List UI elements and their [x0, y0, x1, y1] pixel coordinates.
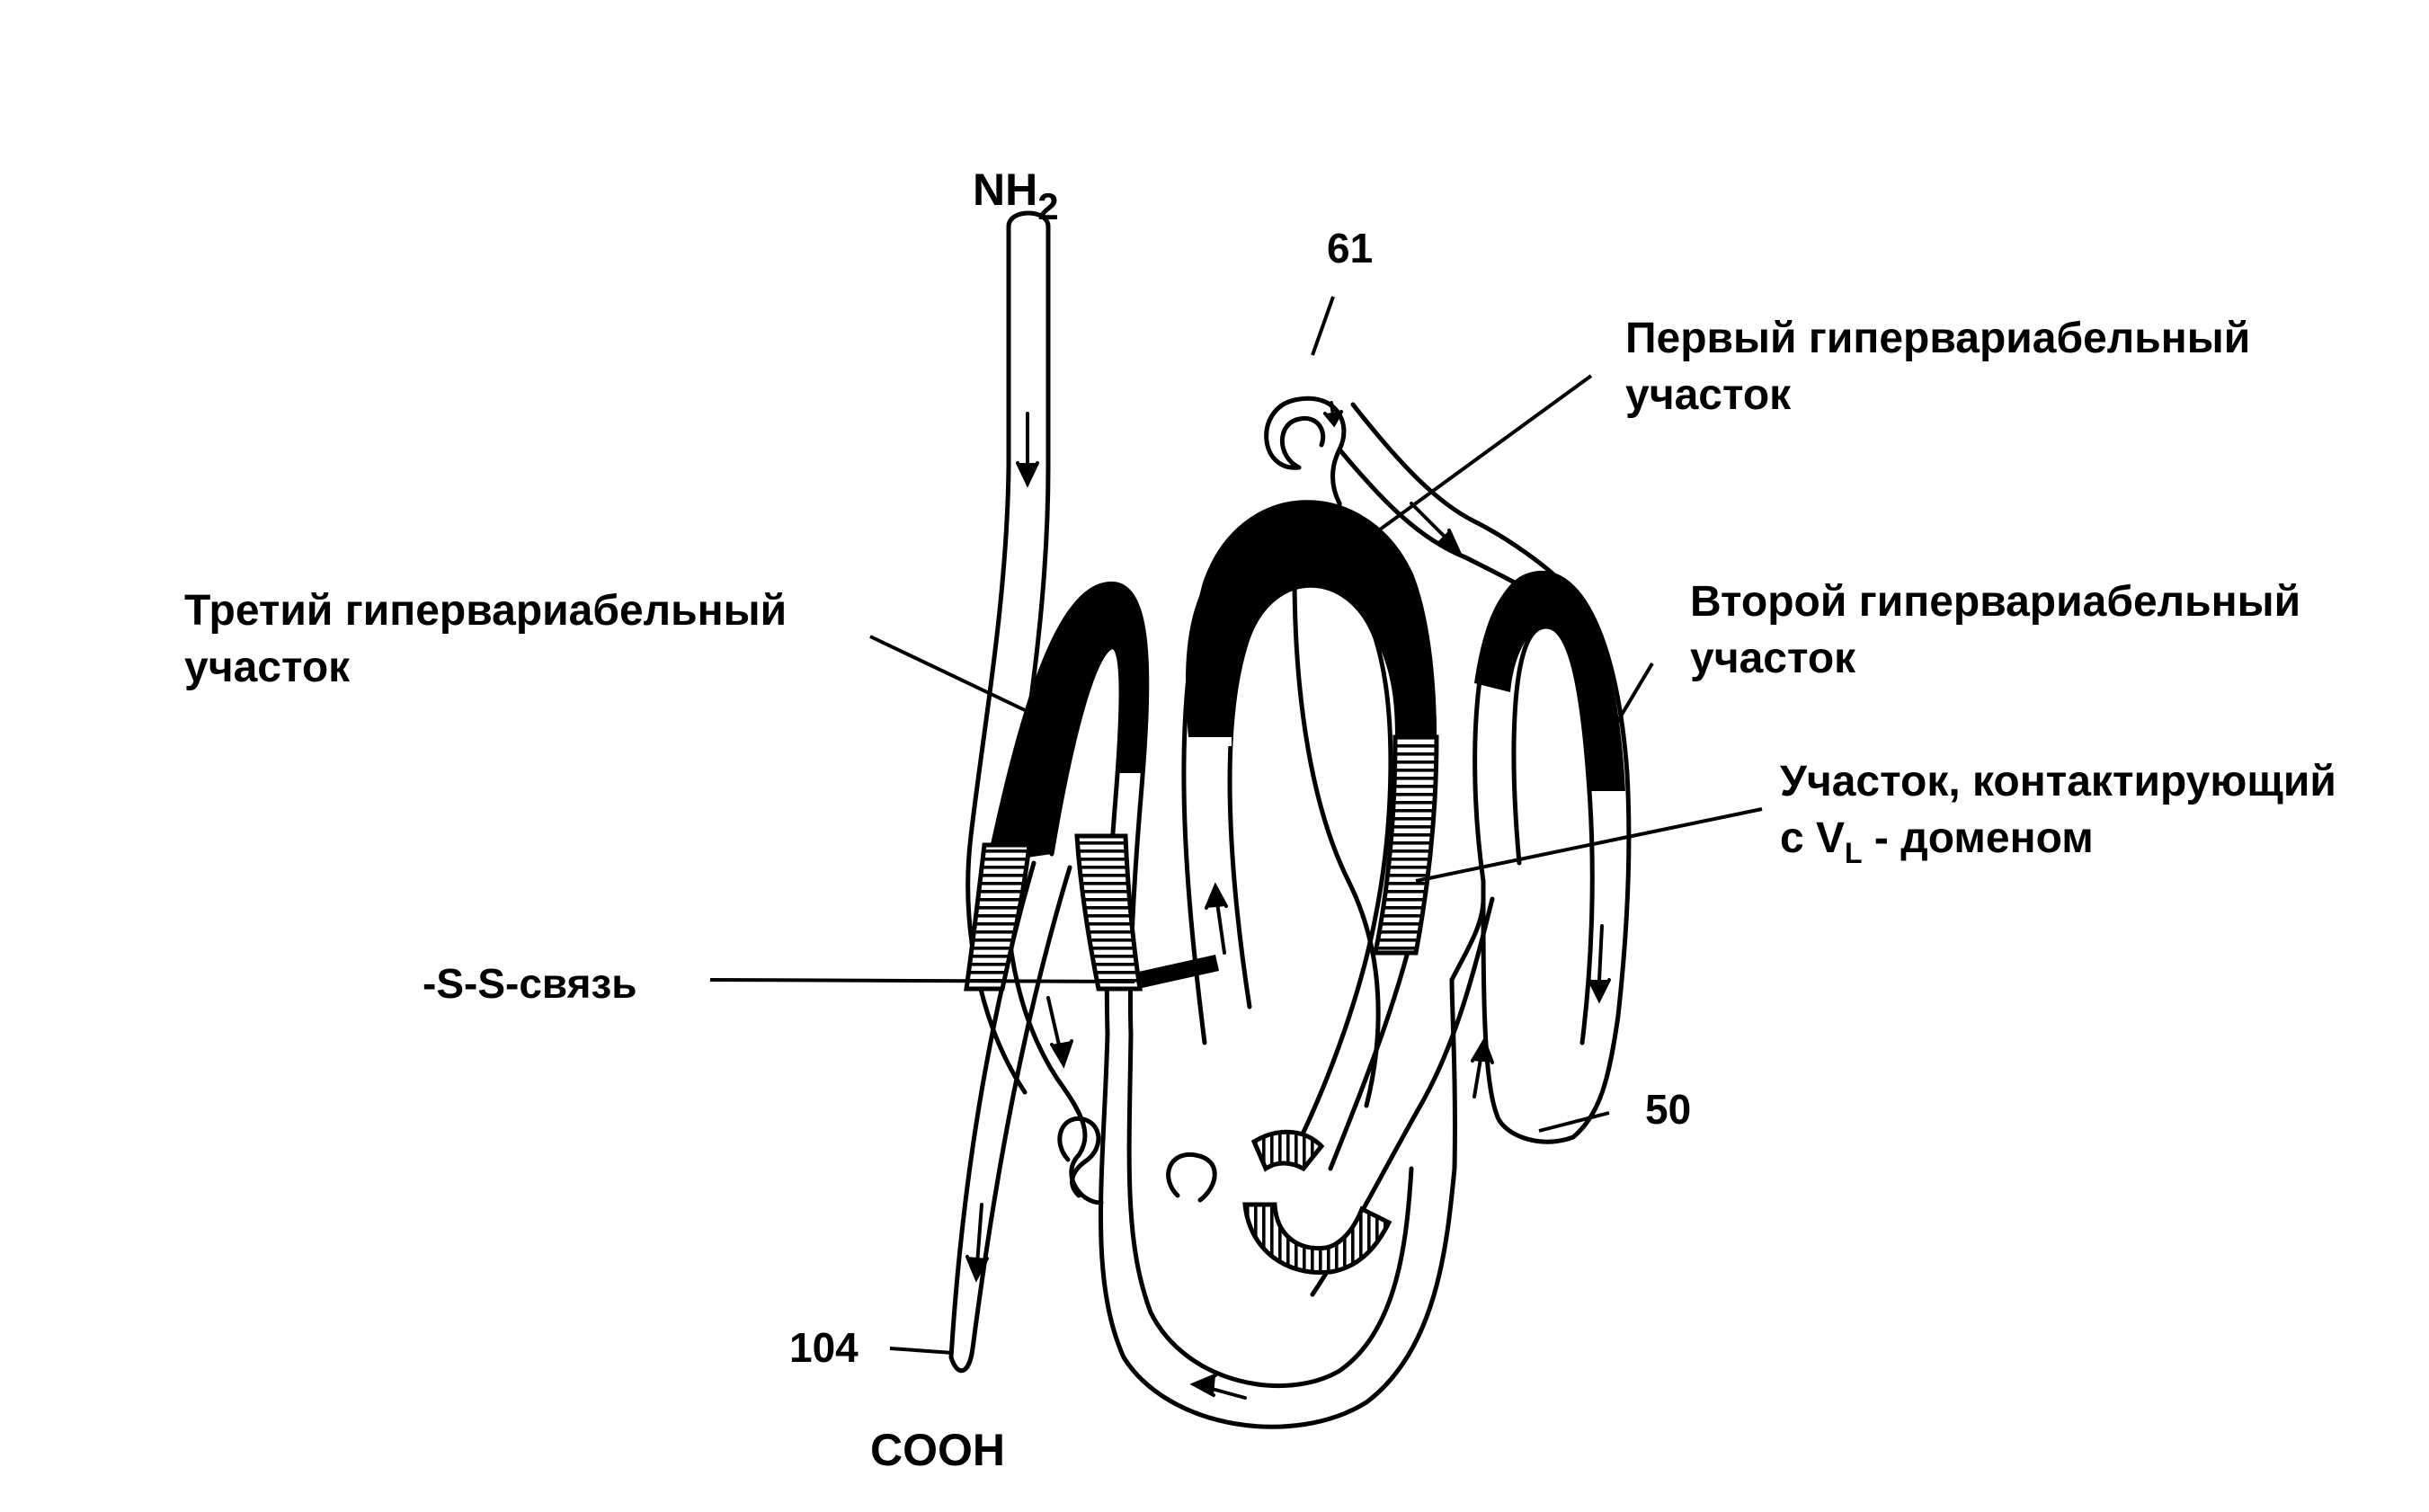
residue-104-label: 104 — [789, 1324, 859, 1371]
first-hv-black-region — [1186, 502, 1437, 737]
second-hv-hairpin — [1473, 571, 1632, 1018]
arrow-central-up — [1205, 882, 1228, 955]
vl-contact-segment-1 — [964, 842, 1032, 992]
vl-contact-label: Участок, контактирующий с VL - доменом — [1780, 758, 2348, 869]
arrow-c-strand — [965, 1203, 989, 1283]
arrow-third-hv — [1046, 996, 1073, 1069]
vl-contact-segment-5 — [1242, 1202, 1392, 1276]
leader-50 — [1538, 1111, 1610, 1133]
residue-50-label: 50 — [1645, 1086, 1691, 1133]
strand-to-50 — [1481, 788, 1621, 1144]
lower-loop — [1099, 977, 1457, 1429]
nh2-label: NH2 — [973, 165, 1059, 227]
leader-second-hv — [1612, 662, 1654, 730]
arrow-bottom — [1189, 1374, 1247, 1400]
residue-61-label: 61 — [1327, 225, 1373, 271]
leader-contact — [1415, 807, 1763, 883]
curl-61 — [1264, 396, 1347, 542]
c-terminal-strand — [948, 860, 1072, 1374]
second-hv-label: Второй гипервариабельный участок — [1690, 578, 2313, 682]
arrow-right-up — [1471, 1036, 1494, 1098]
first-hv-label: Первый гипервариабельный участок — [1625, 315, 2263, 419]
leader-61 — [1311, 296, 1335, 356]
leader-third-hv — [869, 635, 1026, 712]
vl-contact-segment-2 — [1074, 833, 1143, 992]
arrow-diagonal — [1410, 502, 1462, 554]
cooh-label: COOH — [870, 1425, 1005, 1475]
ss-bond — [1134, 955, 1219, 989]
third-hv-label: Третий гипервариабельный участок — [184, 587, 799, 691]
leader-ss-bond — [709, 978, 1135, 983]
third-hv-black-region — [989, 583, 1148, 863]
arrow-curl-61 — [1323, 401, 1343, 428]
vl-contact-segment-4 — [1250, 1129, 1325, 1172]
left-curl — [1057, 1116, 1101, 1198]
arrow-n-strand — [1016, 412, 1039, 488]
leader-104 — [889, 1347, 954, 1355]
second-hv-black-region — [1474, 573, 1625, 791]
leader-first-hv — [1365, 374, 1593, 541]
ss-bond-label: -S-S-связь — [423, 960, 637, 1007]
vl-contact-segment-3 — [1372, 734, 1439, 956]
arrow-right-strand — [1588, 924, 1611, 1004]
